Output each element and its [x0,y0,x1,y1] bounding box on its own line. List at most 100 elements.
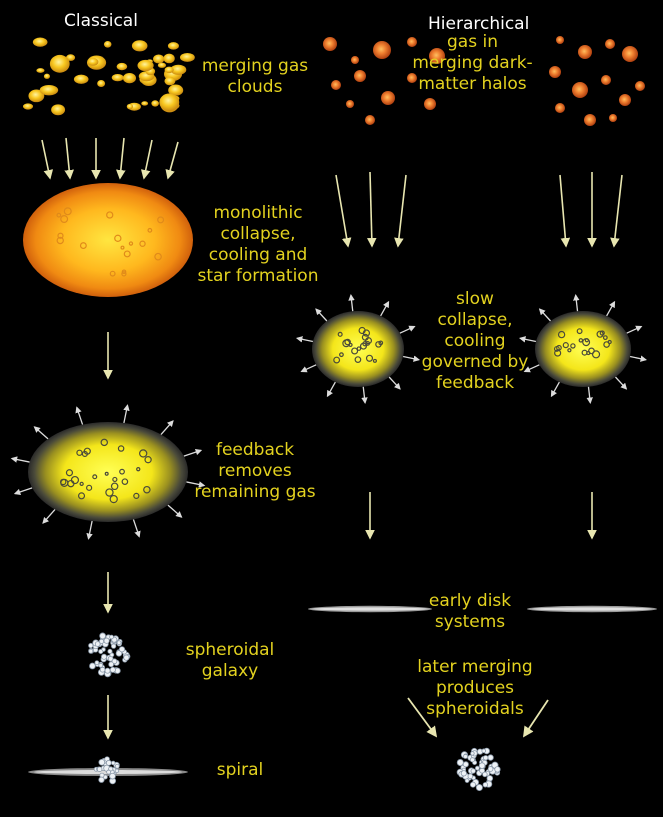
star [463,762,468,767]
outflow-arrow [627,327,642,334]
flow-arrow [144,140,152,178]
star [463,754,467,758]
star [100,667,105,672]
star [470,758,474,762]
star [89,649,93,653]
gas-cloud [151,100,159,106]
gas-cloud [127,104,133,109]
star [90,663,96,669]
star [109,662,114,667]
outflow-arrow [630,357,646,360]
gas-cloud [87,58,98,66]
flow-arrow [398,175,406,246]
spiral-galaxy [28,757,188,784]
gas-cloud [132,40,148,51]
gas-cloud [51,104,65,115]
dark-matter-halo [323,37,337,51]
dark-matter-halo [635,81,645,91]
star [482,749,486,753]
flow-arrow [336,175,348,246]
outflow-arrow [297,338,313,341]
outflow-arrow [43,509,55,522]
dark-matter-halo [351,56,359,64]
star [488,767,493,772]
gas-cloud [138,60,154,71]
outflow-arrow [328,382,336,396]
outflow-arrow [540,309,551,321]
dark-matter-halo [622,46,638,62]
dark-matter-halo [578,45,592,59]
gas-cloud [168,42,179,49]
star [100,633,106,639]
dark-matter-halo [572,82,588,98]
outflow-arrow [588,387,590,403]
outflow-arrow [403,357,419,360]
gas-cloud [40,85,59,95]
star [99,663,103,667]
star [479,763,485,769]
star [99,759,105,765]
star [115,764,119,768]
star [110,773,116,779]
gas-cloud [164,54,175,64]
star [471,769,475,773]
dark-matter-halo [601,75,611,85]
label-merging-gas-clouds: merging gas clouds [190,56,320,98]
star [457,759,463,765]
gas-cloud [44,74,50,79]
feedback-cloud-classical [28,422,188,522]
gas-cloud [74,75,89,84]
outflow-arrow [168,505,181,517]
dark-matter-halo [346,100,354,108]
gas-cloud [97,80,105,87]
dark-matter-halo [373,41,391,59]
label-gas-in-halos: gas in merging dark- matter halos [410,32,535,95]
star [110,667,115,672]
gas-cloud [159,94,179,112]
dark-matter-halo [584,114,596,126]
star [475,766,479,770]
star [115,769,119,773]
outflow-arrow [35,427,48,439]
outflow-arrow [161,421,173,434]
star [95,661,99,665]
flow-arrow [614,175,622,246]
flow-arrow [120,138,124,178]
star [471,752,475,756]
gas-cloud [158,63,166,68]
star [99,649,103,653]
flow-arrow [66,138,70,178]
header-classical: Classical [64,11,138,31]
star [470,782,475,787]
gas-cloud [112,74,124,81]
gas-cloud [104,41,112,48]
star [465,779,469,783]
star [110,635,114,639]
outflow-arrow [15,488,32,494]
star [468,774,473,779]
gas-cloud [153,54,164,63]
dark-matter-halo [354,70,366,82]
outflow-arrow [89,521,93,539]
header-hierarchical: Hierarchical [428,14,529,34]
gas-cloud [23,103,33,109]
outflow-arrow [615,377,626,389]
dark-matter-halo [381,91,395,105]
star [117,641,121,645]
star [476,784,482,790]
flow-arrow [168,142,178,178]
slow-collapse-cloud-right [535,311,631,387]
flow-arrow [560,175,566,246]
gas-cloud [33,37,48,46]
star [488,755,494,761]
monolithic-collapse-cloud [23,183,193,297]
star [107,770,111,774]
dark-matter-halo [549,66,561,78]
dark-matter-halo [609,114,617,122]
star [105,668,110,673]
outflow-arrow [316,309,327,321]
spheroidal-galaxy-classical [89,633,130,677]
outflow-arrow [552,382,560,396]
